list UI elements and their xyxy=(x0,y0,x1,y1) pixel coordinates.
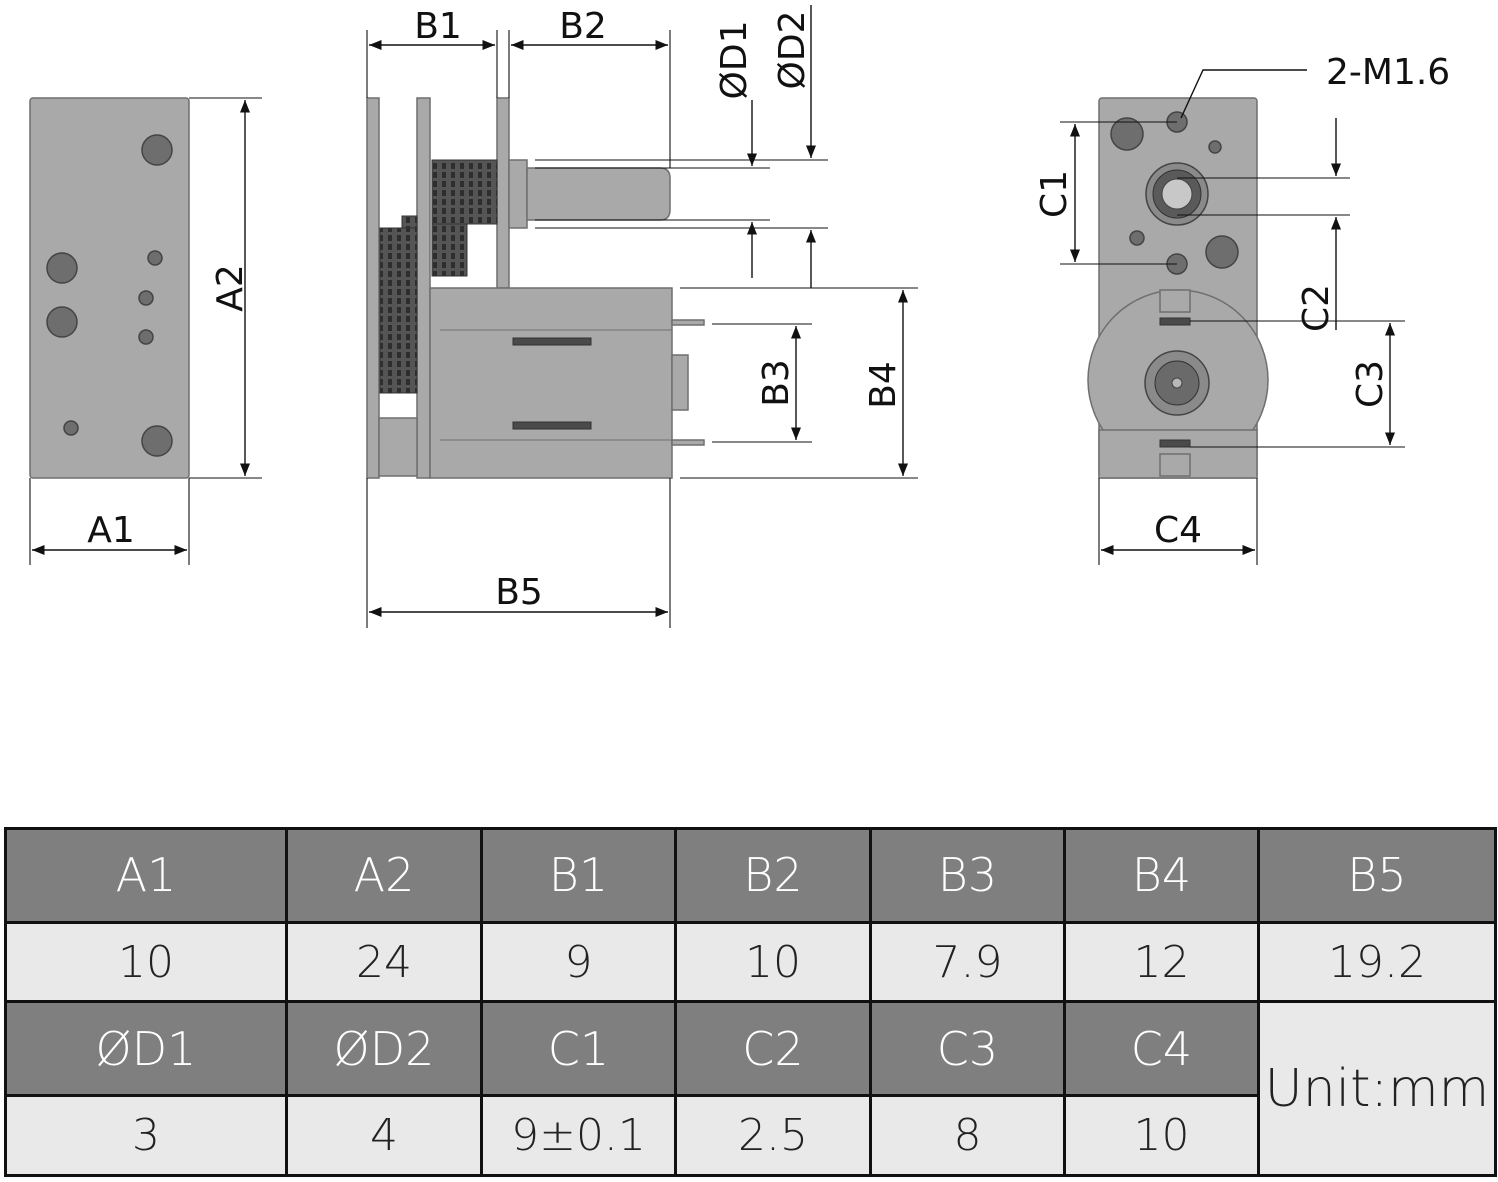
header-a2: A2 xyxy=(285,827,483,924)
value-b5: 19.2 xyxy=(1257,920,1497,1004)
label-c1: C1 xyxy=(1034,170,1075,218)
header-row-2: ØD1 ØD2 C1 C2 C3 C4 Unit:mm xyxy=(4,1000,1497,1177)
header-b5: B5 xyxy=(1257,827,1497,924)
label-d2: ØD2 xyxy=(772,11,813,90)
value-b3: 7.9 xyxy=(869,920,1066,1004)
header-c3: C3 xyxy=(869,1000,1066,1098)
value-c2: 2.5 xyxy=(674,1094,872,1177)
label-b5: B5 xyxy=(495,572,543,613)
value-b1: 9 xyxy=(480,920,677,1004)
value-d2: 4 xyxy=(285,1094,483,1177)
value-b2: 10 xyxy=(674,920,872,1004)
value-c4: 10 xyxy=(1063,1094,1260,1177)
value-c3: 8 xyxy=(869,1094,1066,1177)
header-b2: B2 xyxy=(674,827,872,924)
dimension-table: A1 A2 B1 B2 B3 B4 B5 10 24 9 10 7.9 12 1… xyxy=(4,827,1497,1177)
value-b4: 12 xyxy=(1063,920,1260,1004)
label-c3: C3 xyxy=(1350,360,1391,408)
value-c1: 9±0.1 xyxy=(480,1094,677,1177)
label-a1: A1 xyxy=(87,510,135,551)
label-b3: B3 xyxy=(756,359,797,407)
header-b4: B4 xyxy=(1063,827,1260,924)
side-view-part xyxy=(366,97,705,479)
header-b1: B1 xyxy=(480,827,677,924)
header-a1: A1 xyxy=(4,827,288,924)
unit-label: Unit:mm xyxy=(1257,1000,1497,1177)
header-d2: ØD2 xyxy=(285,1000,483,1098)
label-c2: C2 xyxy=(1296,284,1337,332)
value-a2: 24 xyxy=(285,920,483,1004)
value-a1: 10 xyxy=(4,920,288,1004)
label-c4: C4 xyxy=(1154,510,1202,551)
value-row-2: 3 4 9±0.1 2.5 8 10 xyxy=(4,1094,1496,1177)
label-a2: A2 xyxy=(210,264,251,312)
header-c1: C1 xyxy=(480,1000,677,1098)
value-row-1: 10 24 9 10 7.9 12 19.2 xyxy=(4,920,1497,1004)
label-thread: 2-M1.6 xyxy=(1326,52,1450,93)
label-d1: ØD1 xyxy=(714,21,755,100)
header-d1: ØD1 xyxy=(4,1000,288,1098)
value-d1: 3 xyxy=(4,1094,288,1177)
header-row-1: A1 A2 B1 B2 B3 B4 B5 xyxy=(4,827,1497,924)
header-c2: C2 xyxy=(674,1000,872,1098)
label-b1: B1 xyxy=(414,6,462,47)
end-view-part xyxy=(1087,97,1269,479)
front-view-part xyxy=(29,97,190,479)
label-b4: B4 xyxy=(863,361,904,409)
dimension-drawing: A2 A1 B1 B2 ØD1 ØD2 xyxy=(29,5,1450,628)
header-c4: C4 xyxy=(1063,1000,1260,1098)
label-b2: B2 xyxy=(559,6,607,47)
header-b3: B3 xyxy=(869,827,1066,924)
